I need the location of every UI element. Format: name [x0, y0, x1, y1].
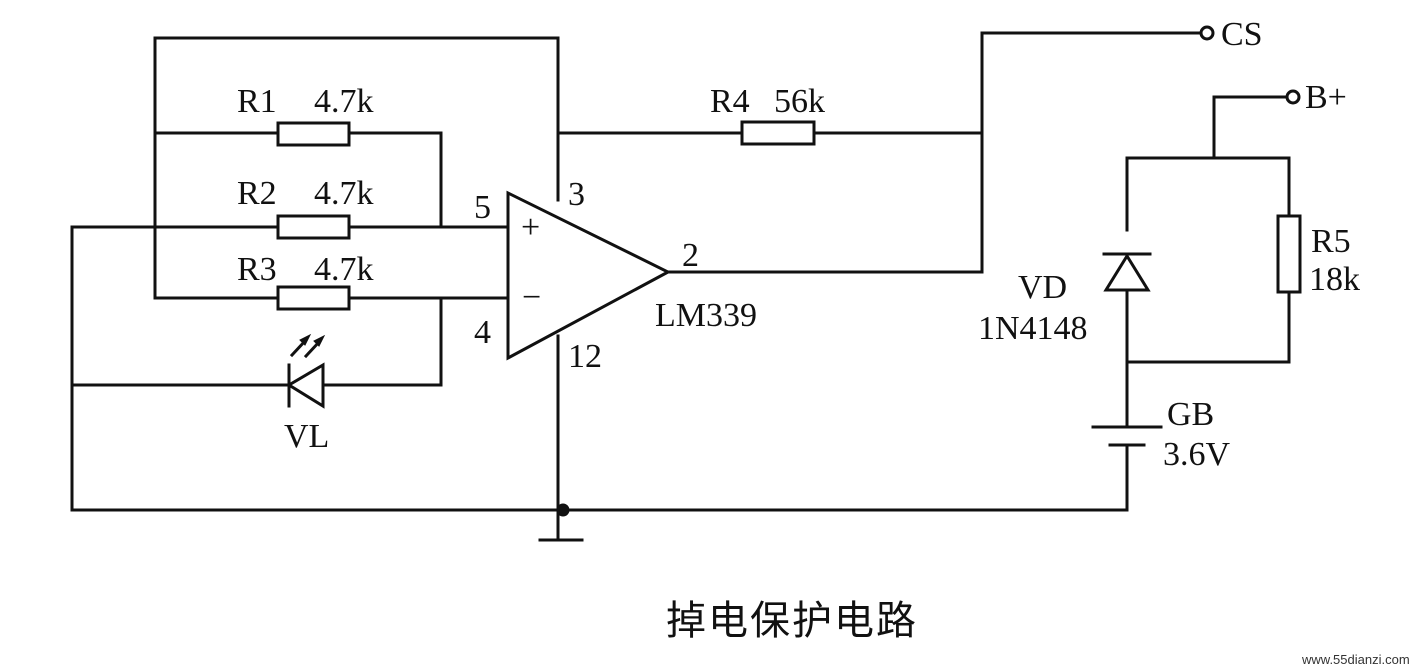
wire-left-ground	[70, 225, 157, 512]
r5-value: 18k	[1309, 261, 1360, 298]
vl-ref: VL	[284, 418, 329, 455]
gb-ref: GB	[1167, 396, 1214, 433]
led-vl-ray-1-arrow	[299, 333, 312, 346]
junction-dot	[556, 503, 570, 517]
r2-value: 4.7k	[314, 175, 374, 212]
ic-plus-sign: +	[521, 209, 540, 246]
vd-ref: VD	[1018, 269, 1067, 306]
comparator-lm339	[506, 190, 672, 361]
led-vl-ray-2-arrow	[313, 334, 326, 347]
r1-value: 4.7k	[314, 83, 374, 120]
ic-ref: LM339	[655, 297, 757, 334]
terminal-cs-label: CS	[1221, 16, 1263, 53]
wire-vl-branch	[70, 296, 443, 387]
r3-ref: R3	[237, 251, 277, 288]
r4-ref: R4	[710, 83, 750, 120]
ic-minus-sign: −	[522, 279, 541, 316]
vd-value: 1N4148	[978, 310, 1088, 347]
resistor-r5	[1276, 214, 1302, 294]
r2-ref: R2	[237, 175, 277, 212]
pin-2-label: 2	[682, 237, 699, 274]
r3-value: 4.7k	[314, 251, 374, 288]
terminal-bplus	[1285, 89, 1301, 105]
pin-12-label: 12	[568, 338, 602, 375]
resistor-r3	[276, 285, 351, 311]
wire-top-loop	[153, 36, 560, 300]
wire-right-top	[1125, 156, 1291, 232]
wire-output	[666, 31, 1202, 274]
gb-value: 3.6V	[1163, 436, 1231, 473]
watermark: www.55dianzi.com	[1301, 652, 1410, 667]
wire-bplus	[1212, 95, 1289, 160]
terminal-cs	[1199, 25, 1215, 41]
resistor-r4	[740, 120, 816, 146]
wire-right-bottom	[1125, 290, 1291, 364]
resistor-r1	[276, 121, 351, 147]
led-vl-triangle	[286, 362, 325, 409]
pin-4-label: 4	[474, 314, 491, 351]
pin-3-label: 3	[568, 176, 585, 213]
led-vl	[286, 333, 326, 409]
diagram-title: 掉电保护电路	[666, 598, 918, 644]
pin-5-label: 5	[474, 189, 491, 226]
terminal-bplus-label: B+	[1305, 79, 1347, 116]
diode-vd-triangle	[1103, 253, 1151, 292]
wire-r1-branch	[153, 131, 443, 229]
r5-ref: R5	[1311, 223, 1351, 260]
resistor-r2	[276, 214, 351, 240]
r4-value: 56k	[774, 83, 825, 120]
r1-ref: R1	[237, 83, 277, 120]
battery-gb	[1091, 425, 1163, 447]
diode-vd	[1102, 252, 1152, 292]
